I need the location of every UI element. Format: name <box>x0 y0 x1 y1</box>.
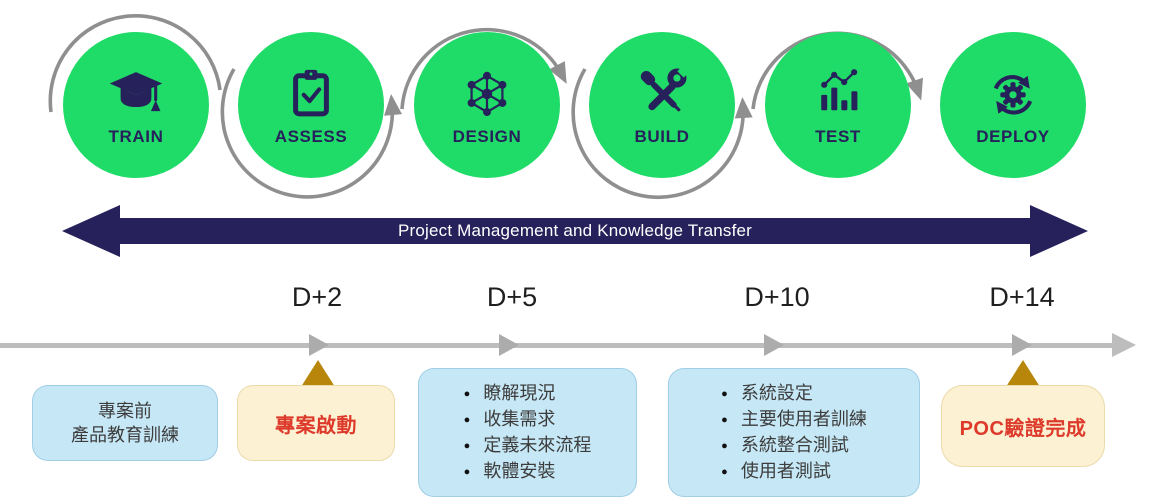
timeline-marker-d2 <box>309 334 329 356</box>
connector-arc-build <box>571 68 753 200</box>
milestone-label-d5: D+5 <box>486 282 538 312</box>
timeline-marker-d5 <box>499 334 519 356</box>
stage-assess: ASSESS <box>238 32 384 178</box>
tools-icon <box>640 64 691 111</box>
stage-label: TRAIN <box>108 126 164 146</box>
stage-label: TEST <box>815 126 861 146</box>
d10-task-list: 系統設定 主要使用者訓練 系統整合測試 使用者測試 <box>721 381 867 485</box>
kickoff-text: 專案啟動 <box>275 414 357 437</box>
graduation-cap-icon <box>109 71 163 111</box>
pre-project-line1: 專案前 <box>98 400 152 421</box>
stage-label: DEPLOY <box>976 126 1050 146</box>
d5-tasks-box: 瞭解現況 收集需求 定義未來流程 軟體安裝 <box>418 368 637 497</box>
pre-project-text: 專案前 產品教育訓練 <box>71 399 179 448</box>
poc-complete-box: POC驗證完成 <box>941 385 1105 467</box>
bar-chart-icon <box>821 68 858 110</box>
pm-banner-label: Project Management and Knowledge Transfe… <box>397 221 753 240</box>
timeline-line <box>0 343 1120 348</box>
double-arrow-shape <box>62 205 1088 257</box>
network-icon <box>467 71 507 116</box>
stage-circle: DESIGN <box>414 32 560 178</box>
stage-label: ASSESS <box>274 126 348 146</box>
connector-arc-design <box>400 27 567 110</box>
stage-circle: BUILD <box>589 32 735 178</box>
stage-design: DESIGN <box>414 32 560 178</box>
stage-build: BUILD <box>589 32 735 178</box>
task-item: 系統設定 <box>721 381 867 407</box>
stage-circle: ASSESS <box>238 32 384 178</box>
pm-banner-arrow <box>62 205 1088 257</box>
timeline-marker-d10 <box>764 334 784 356</box>
pre-project-line2: 產品教育訓練 <box>71 425 179 445</box>
stage-label: DESIGN <box>452 126 522 146</box>
milestone-label-d2: D+2 <box>291 282 343 312</box>
stage-label: BUILD <box>634 126 690 146</box>
task-item: 瞭解現況 <box>464 381 592 407</box>
task-item: 收集需求 <box>464 407 592 433</box>
task-item: 系統整合測試 <box>721 433 867 459</box>
connector-arc-train <box>48 13 222 113</box>
connector-arc-assess <box>220 68 402 199</box>
stage-train: TRAIN <box>63 32 209 178</box>
task-item: 使用者測試 <box>721 459 867 485</box>
milestone-label-d10: D+10 <box>744 282 810 312</box>
sync-gear-icon <box>993 74 1033 115</box>
task-item: 定義未來流程 <box>464 433 591 459</box>
timeline-end-arrow-icon <box>1112 333 1136 357</box>
d5-task-list: 瞭解現況 收集需求 定義未來流程 軟體安裝 <box>464 381 592 485</box>
task-item: 軟體安裝 <box>464 459 592 485</box>
milestone-label-d14: D+14 <box>989 282 1055 312</box>
task-item: 主要使用者訓練 <box>721 407 867 433</box>
stage-circle: TRAIN <box>63 32 209 178</box>
stage-circle: DEPLOY <box>940 32 1086 178</box>
timeline-marker-d14 <box>1012 334 1032 356</box>
kickoff-box: 專案啟動 <box>237 385 395 461</box>
pre-project-box: 專案前 產品教育訓練 <box>32 385 218 461</box>
poc-complete-text: POC驗證完成 <box>959 417 1087 440</box>
clipboard-check-icon <box>293 69 329 116</box>
d10-tasks-box: 系統設定 主要使用者訓練 系統整合測試 使用者測試 <box>668 368 920 497</box>
stage-test: TEST <box>765 32 911 178</box>
stage-circle: TEST <box>765 32 911 178</box>
stage-deploy: DEPLOY <box>940 32 1086 178</box>
